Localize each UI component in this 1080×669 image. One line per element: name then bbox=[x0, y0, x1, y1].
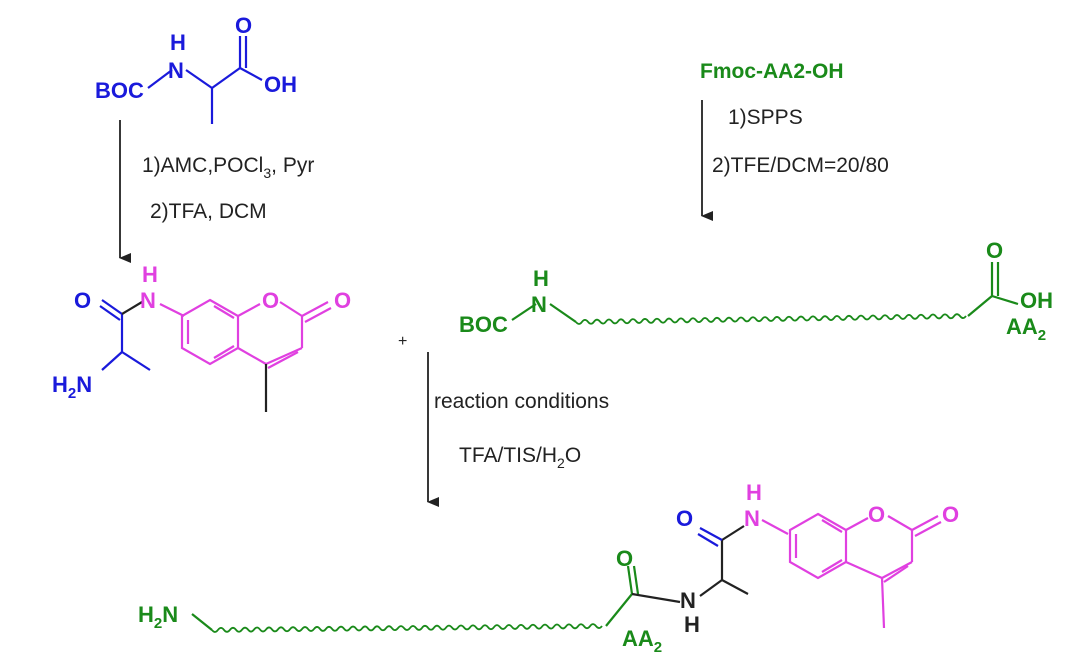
product-aa2-label: AA2 bbox=[622, 626, 662, 656]
plus-sign: + bbox=[398, 333, 407, 350]
right-condition-1: 1)SPPS bbox=[728, 106, 803, 129]
boc-peptide-acid-structure: BOC N H O OH AA2 bbox=[459, 238, 1053, 344]
product-h2n-group: H2N bbox=[138, 602, 178, 632]
product-amide-h-atom: H bbox=[746, 480, 762, 505]
amide-h-atom: H bbox=[142, 262, 158, 287]
peptide-chain-wave bbox=[575, 313, 967, 325]
fmoc-aa2-oh-label: Fmoc-AA2-OH bbox=[700, 60, 844, 83]
ring-o-atom: O bbox=[262, 288, 279, 313]
amine-h2n-group: H2N bbox=[52, 372, 92, 402]
product-nh-n-atom: N bbox=[680, 588, 696, 613]
amide-o-atom: O bbox=[74, 288, 91, 313]
boc-label: BOC bbox=[95, 78, 144, 103]
n-atom-green: N bbox=[531, 292, 547, 317]
lactone-carbonyl-o-atom: O bbox=[334, 288, 351, 313]
product-structure: H2N O AA2 N H O N H O O bbox=[138, 480, 959, 656]
left-condition-2: 2)TFA, DCM bbox=[150, 200, 267, 223]
product-peptide-chain-wave bbox=[211, 623, 603, 633]
carbonyl-o-atom-green: O bbox=[986, 238, 1003, 263]
amide-n-atom: N bbox=[140, 288, 156, 313]
ala-amc-structure: O N H H2N O O bbox=[52, 262, 351, 412]
product-blue-o-atom: O bbox=[676, 506, 693, 531]
carbonyl-o-atom: O bbox=[235, 13, 252, 38]
product-green-o-atom: O bbox=[616, 546, 633, 571]
h-atom-green: H bbox=[533, 266, 549, 291]
oh-group: OH bbox=[264, 72, 297, 97]
product-amide-n-atom: N bbox=[744, 506, 760, 531]
boc-label-green: BOC bbox=[459, 312, 508, 337]
product-ring-o-atom: O bbox=[868, 502, 885, 527]
oh-group-green: OH bbox=[1020, 288, 1053, 313]
left-condition-1: 1)AMC,POCl3, Pyr bbox=[142, 154, 314, 181]
boc-alanine-structure: BOC N H O OH bbox=[95, 13, 297, 124]
product-lactone-o-atom: O bbox=[942, 502, 959, 527]
h-atom: H bbox=[170, 30, 186, 55]
bottom-condition-1: reaction conditions bbox=[434, 390, 609, 413]
bottom-condition-2: TFA/TIS/H2O bbox=[459, 444, 581, 471]
n-atom: N bbox=[168, 58, 184, 83]
aa2-label: AA2 bbox=[1006, 314, 1046, 344]
right-condition-2: 2)TFE/DCM=20/80 bbox=[712, 154, 889, 177]
product-nh-h-atom: H bbox=[684, 612, 700, 637]
